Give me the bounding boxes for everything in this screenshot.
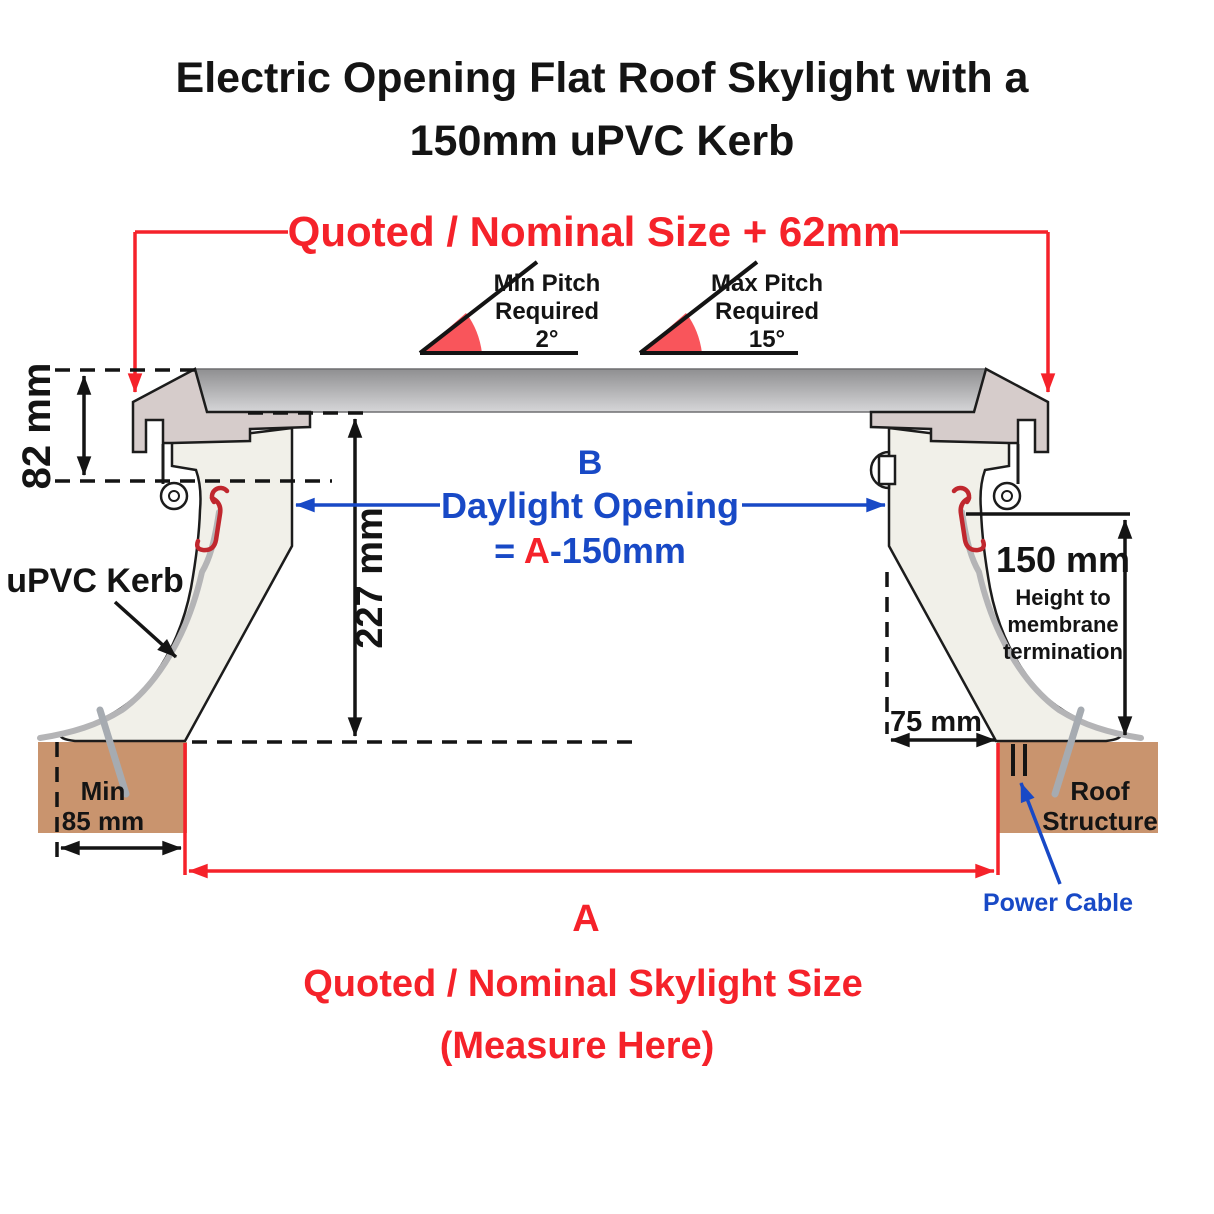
min-pitch-value: 2° bbox=[536, 326, 559, 353]
roof-structure-label-1: Roof bbox=[1070, 776, 1130, 806]
membrane-height-dimension: 150 mm Height to membrane termination bbox=[966, 512, 1133, 736]
kerb-assembly-left bbox=[37, 367, 312, 798]
roof-structure-label-2: Structure bbox=[1042, 806, 1158, 836]
daylight-opening-dimension: B Daylight Opening = A-150mm bbox=[295, 444, 886, 571]
frame-height-dimension: 82 mm bbox=[15, 363, 332, 490]
min-pitch-label-2: Required bbox=[495, 298, 599, 325]
roof-min-edge-dimension: Min 85 mm bbox=[55, 742, 182, 862]
daylight-equation: = A-150mm bbox=[494, 530, 686, 571]
kerb-base-width-dimension: 75 mm bbox=[885, 572, 996, 748]
power-cable-wires bbox=[1011, 744, 1027, 776]
daylight-label: Daylight Opening bbox=[441, 485, 739, 526]
membrane-height-label-2: membrane bbox=[1007, 612, 1118, 637]
max-pitch-label-1: Max Pitch bbox=[711, 270, 823, 297]
nominal-size-dimension: A Quoted / Nominal Skylight Size (Measur… bbox=[183, 743, 1000, 1067]
kerb-height-dimension: 227 mm bbox=[192, 411, 640, 744]
page-title-line-1: Electric Opening Flat Roof Skylight with… bbox=[176, 54, 1030, 102]
gasket-seal bbox=[194, 485, 230, 553]
min-pitch-label-1: Min Pitch bbox=[494, 270, 601, 297]
kerb-base-label: 75 mm bbox=[890, 706, 982, 738]
power-cable-label: Power Cable bbox=[983, 889, 1133, 917]
min-pitch-indicator: Min Pitch Required 2° bbox=[418, 260, 601, 355]
max-pitch-value: 15° bbox=[749, 326, 785, 353]
kerb-callout-arrow bbox=[113, 600, 178, 659]
kerb-callout: uPVC Kerb bbox=[6, 562, 184, 659]
max-pitch-diagonal bbox=[638, 260, 759, 355]
nominal-size-letter: A bbox=[572, 898, 599, 940]
frame-profile bbox=[131, 367, 312, 454]
kerb-callout-label: uPVC Kerb bbox=[6, 562, 184, 600]
max-pitch-label-2: Required bbox=[715, 298, 819, 325]
fixing-screw bbox=[96, 706, 130, 798]
nominal-size-label-1: Quoted / Nominal Skylight Size bbox=[303, 963, 863, 1005]
max-pitch-indicator: Max Pitch Required 15° bbox=[638, 260, 823, 355]
kerb-height-label: 227 mm bbox=[349, 507, 391, 649]
hinge-knob bbox=[869, 450, 897, 490]
overall-size-dimension: Quoted / Nominal Size + 62mm bbox=[127, 208, 1056, 393]
page-title-line-2: 150mm uPVC Kerb bbox=[410, 117, 795, 165]
membrane-height-label-3: termination bbox=[1003, 639, 1123, 664]
frame-height-label: 82 mm bbox=[15, 363, 59, 490]
membrane-height-label-1: Height to bbox=[1015, 585, 1110, 610]
min-edge-label-1: Min bbox=[81, 776, 126, 806]
nominal-size-label-2: (Measure Here) bbox=[440, 1025, 715, 1067]
glass-panel bbox=[194, 368, 987, 413]
roof-membrane bbox=[37, 509, 222, 741]
daylight-letter: B bbox=[578, 444, 603, 482]
membrane-height-value: 150 mm bbox=[996, 539, 1130, 580]
min-pitch-diagonal bbox=[418, 260, 539, 355]
frame-drip-ring-inner bbox=[168, 490, 180, 502]
power-cable-callout: Power Cable bbox=[983, 782, 1133, 917]
overall-size-label: Quoted / Nominal Size + 62mm bbox=[288, 208, 901, 255]
power-cable-arrow bbox=[1019, 782, 1062, 885]
min-edge-label-2: 85 mm bbox=[62, 806, 144, 836]
